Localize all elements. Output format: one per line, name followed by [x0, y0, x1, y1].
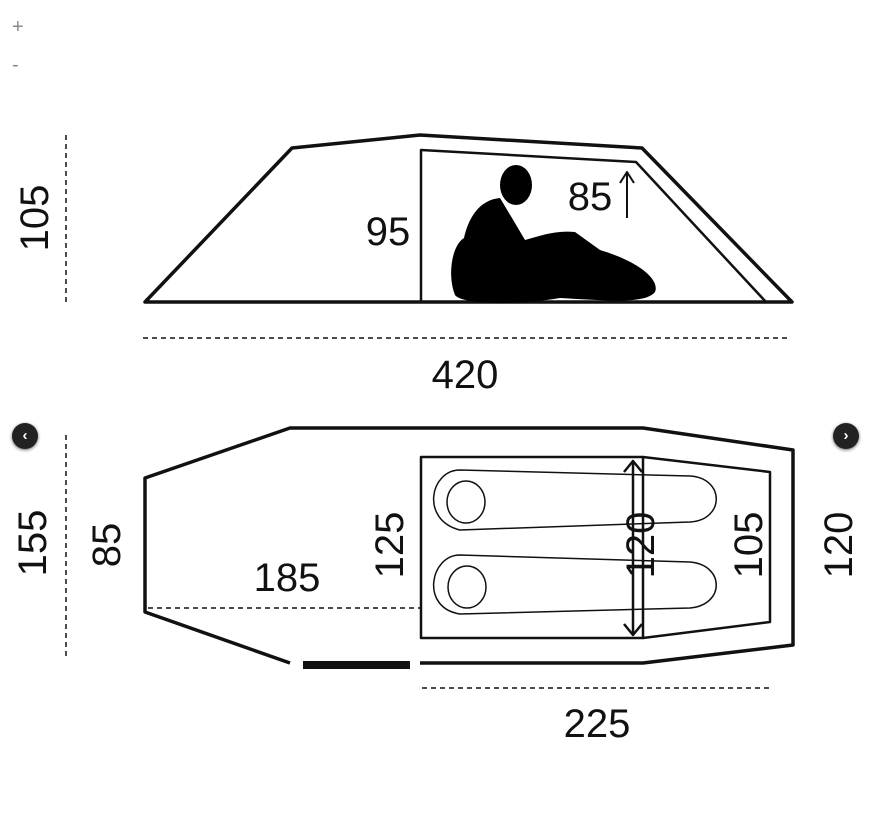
label-sleeping-width: 120	[619, 512, 663, 579]
next-image-button[interactable]: ›	[833, 423, 859, 449]
sleeping-bag	[433, 469, 717, 531]
label-inner-width-front: 125	[368, 512, 412, 579]
chevron-left-icon: ‹	[22, 427, 28, 444]
label-inner-width-back: 105	[727, 512, 771, 579]
label-inner-height: 95	[366, 210, 411, 254]
label-back-width: 120	[817, 512, 861, 579]
top-outline	[143, 426, 795, 665]
sleeping-bag	[433, 554, 717, 615]
chevron-right-icon: ›	[843, 427, 849, 444]
prev-image-button[interactable]: ‹	[12, 423, 38, 449]
label-total-height: 105	[13, 185, 57, 252]
inner-tent-line	[419, 148, 767, 303]
label-vestibule-width: 85	[85, 523, 129, 568]
label-inner-length: 225	[564, 702, 631, 746]
person-silhouette	[451, 165, 656, 303]
label-total-length: 420	[432, 353, 499, 397]
inner-tent-rect	[419, 455, 645, 640]
label-sitting-height: 85	[568, 175, 613, 219]
zoom-in-button[interactable]: +	[12, 16, 24, 38]
label-total-width: 155	[11, 510, 55, 577]
zoom-out-button[interactable]: -	[12, 54, 19, 76]
side-outline	[143, 133, 794, 304]
label-vestibule-length: 185	[254, 556, 321, 600]
